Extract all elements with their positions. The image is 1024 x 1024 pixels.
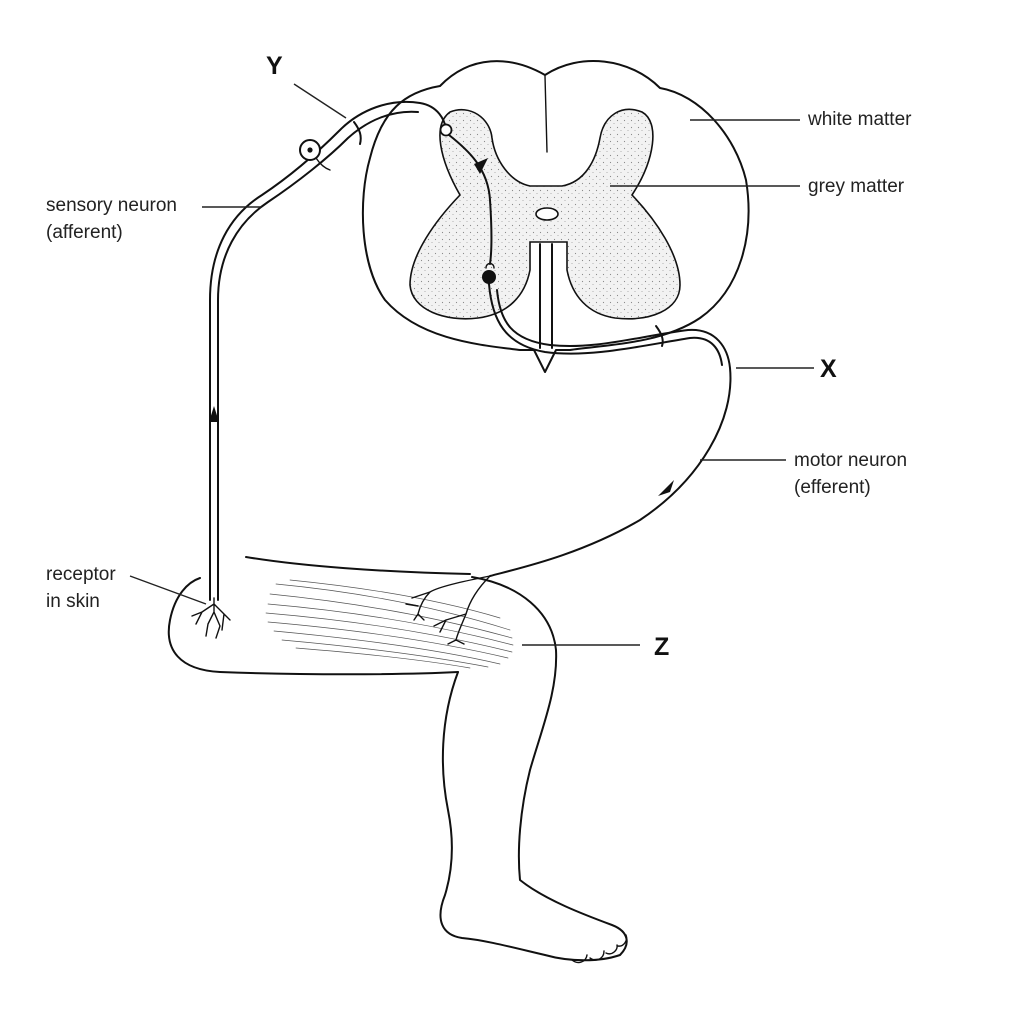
label-sensory-neuron: sensory neuron [46, 195, 177, 216]
relay-neuron [439, 123, 495, 269]
relay-arrow [474, 158, 488, 174]
sensory-axon-up-arrow [209, 406, 219, 422]
sensory-axon-inner [217, 110, 419, 601]
label-sensory-neuron-afferent: (afferent) [46, 222, 123, 243]
dorsal-root-junction-mark [353, 121, 362, 145]
label-receptor: receptor [46, 564, 116, 585]
label-motor-neuron-efferent: (efferent) [794, 477, 871, 498]
ventral-root-junction-mark [655, 325, 664, 347]
label-motor-neuron: motor neuron [794, 450, 907, 471]
central-canal [535, 207, 559, 221]
motor-neuron-pathway [405, 270, 732, 645]
thigh-upper-edge [245, 556, 471, 575]
label-receptor-in-skin: in skin [46, 591, 100, 612]
label-white-matter: white matter [807, 109, 912, 130]
sensory-neuron-pathway [191, 100, 447, 639]
leader-lines [129, 83, 814, 605]
dorsal-median-sulcus [544, 75, 548, 153]
y-leader-line [293, 83, 347, 119]
relay-synapse-cup [485, 262, 495, 269]
motor-neuron-cell-body [482, 270, 496, 284]
ganglion-nucleus [307, 147, 313, 153]
labels: Y white matter grey matter sensory neuro… [46, 52, 912, 661]
receptor-in-skin-endings [191, 597, 231, 639]
toes [571, 934, 628, 964]
label-y: Y [266, 52, 283, 80]
spinal-cord-section [361, 59, 750, 373]
sensory-axon-outer [209, 100, 447, 601]
motor-axon-outer [489, 289, 732, 577]
label-x: X [820, 355, 837, 383]
thigh-lower-edge [167, 577, 459, 676]
quadriceps-muscle [265, 579, 514, 669]
ventral-median-fissure [539, 243, 553, 349]
ganglion-stalk [315, 157, 331, 171]
motor-end-plates [405, 575, 491, 645]
label-grey-matter: grey matter [808, 176, 905, 197]
label-z: Z [654, 633, 669, 661]
motor-axon-inner [488, 283, 723, 366]
relay-axon [448, 134, 493, 265]
relay-synapse-terminal [439, 123, 453, 137]
leg [167, 556, 640, 964]
leg-front-contour [439, 576, 628, 962]
motor-axon-down-arrow [658, 480, 674, 496]
receptor-leader-line [129, 575, 207, 605]
